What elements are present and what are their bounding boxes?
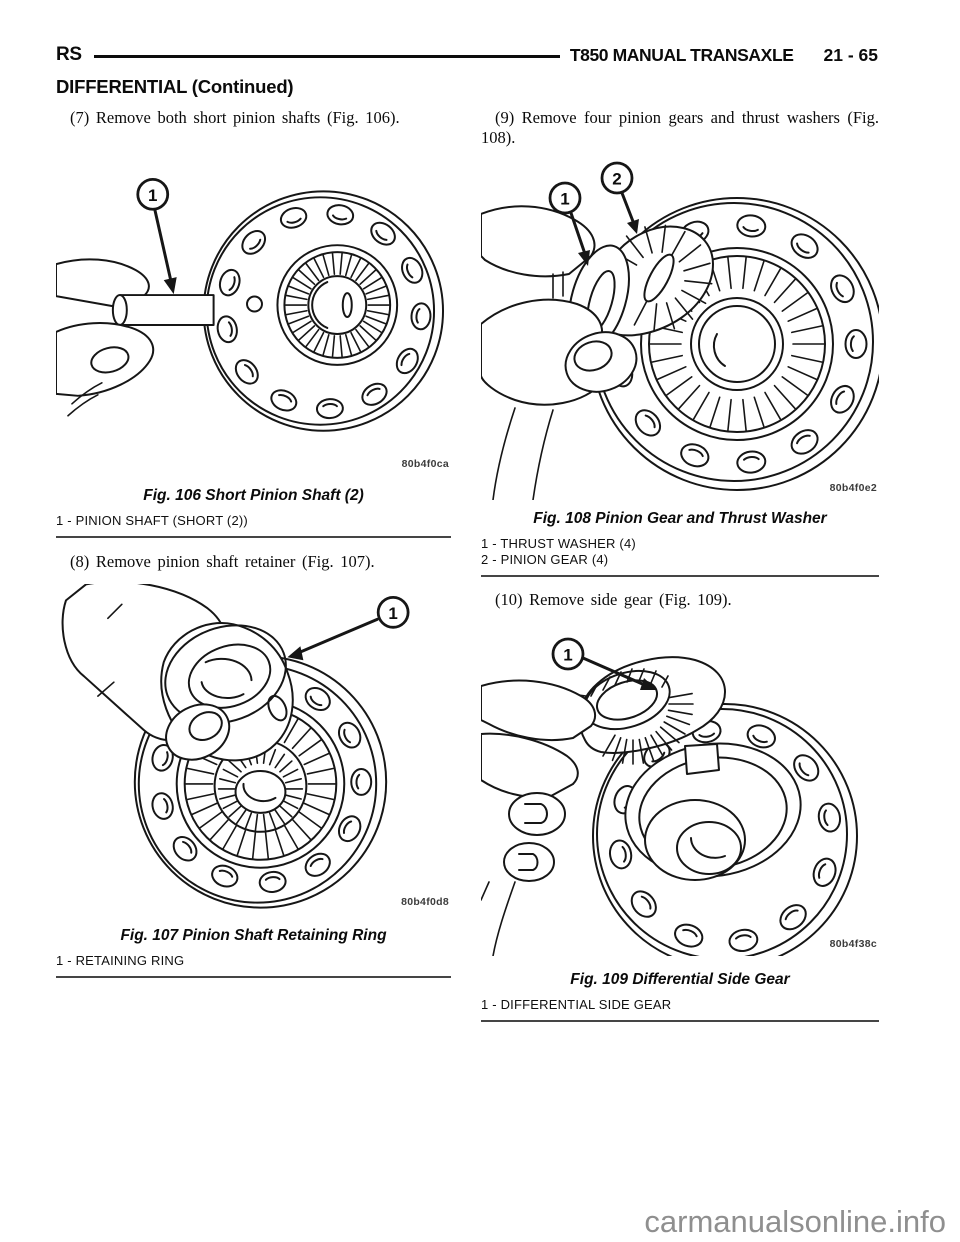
step-7-text: (7) Remove both short pinion shafts (Fig… bbox=[70, 108, 400, 127]
figure-108-drawing: 1 2 bbox=[481, 161, 879, 500]
section-title: DIFFERENTIAL (Continued) bbox=[56, 76, 294, 97]
thumb bbox=[564, 331, 638, 393]
bolt-holes bbox=[608, 719, 842, 953]
legend-item: 1 - DIFFERENTIAL SIDE GEAR bbox=[481, 997, 672, 1012]
header-model-code: RS bbox=[56, 44, 82, 65]
figure-109-code: 80b4f38c bbox=[829, 938, 877, 950]
pinion-shaft-bore bbox=[246, 295, 263, 313]
legend-item: 1 - THRUST WASHER (4) bbox=[481, 536, 636, 551]
thumb bbox=[56, 322, 155, 397]
figure-107-code: 80b4f0d8 bbox=[401, 896, 449, 908]
figure-108: 1 2 80b4f0e2 bbox=[481, 156, 879, 500]
callout-arrow bbox=[153, 207, 173, 282]
header-title: T850 MANUAL TRANSAXLE bbox=[569, 44, 794, 65]
callout-1-balloon bbox=[136, 177, 170, 211]
callout-1-balloon bbox=[548, 181, 582, 215]
bolt-holes bbox=[216, 204, 432, 420]
pinion-gear-teeth bbox=[612, 224, 713, 332]
figure-107-drawing: 1 bbox=[61, 584, 410, 909]
legend-item: 1 - RETAINING RING bbox=[56, 953, 185, 968]
figure-108-code: 80b4f0e2 bbox=[829, 482, 877, 494]
callout-1-number: 1 bbox=[388, 604, 397, 623]
step-8-text: (8) Remove pinion shaft retainer (Fig. 1… bbox=[70, 552, 375, 571]
center-bore bbox=[690, 297, 784, 391]
figure-106-code: 80b4f0ca bbox=[401, 458, 449, 470]
gear-teeth bbox=[284, 252, 390, 358]
legend-item: 2 - PINION GEAR (4) bbox=[481, 552, 609, 567]
figure-108-caption: Fig. 108 Pinion Gear and Thrust Washer bbox=[533, 510, 827, 527]
figure-107-caption: Fig. 107 Pinion Shaft Retaining Ring bbox=[120, 927, 387, 944]
callout-1-number: 1 bbox=[560, 190, 569, 209]
thumb bbox=[165, 703, 231, 761]
callout-1-arrow bbox=[569, 211, 587, 256]
callout-1-number: 1 bbox=[148, 186, 157, 205]
pinion-shaft bbox=[118, 294, 215, 326]
thumbnail bbox=[90, 346, 130, 374]
figure-106: 1 80b4f0ca bbox=[56, 164, 451, 476]
callout-1-number: 1 bbox=[563, 646, 572, 665]
step-9-text: (9) Remove four pinion gears and thrust … bbox=[481, 108, 879, 147]
figure-109: 1 80b4f38c bbox=[481, 624, 879, 956]
callout-2-number: 2 bbox=[612, 170, 621, 189]
hand bbox=[481, 732, 579, 798]
keyway bbox=[684, 743, 720, 775]
header-rule bbox=[93, 54, 560, 58]
figure-107: 1 80b4f0d8 bbox=[56, 584, 451, 914]
callout-2-balloon bbox=[600, 161, 634, 195]
figure-109-caption: Fig. 109 Differential Side Gear bbox=[570, 971, 790, 988]
fingertip bbox=[508, 792, 566, 836]
thumbnail bbox=[188, 711, 223, 742]
header-page-number: 21 - 65 bbox=[823, 44, 878, 65]
center-bore bbox=[234, 769, 287, 814]
fingertip bbox=[503, 842, 555, 882]
callout-2-arrow bbox=[620, 191, 636, 226]
figure-107-legend: 1 - RETAINING RING bbox=[56, 953, 451, 978]
hub bbox=[307, 275, 368, 335]
side-gear-teeth bbox=[602, 692, 694, 765]
legend-item: 1 - PINION SHAFT (SHORT (2)) bbox=[56, 513, 248, 528]
figure-106-drawing: 1 bbox=[56, 177, 445, 432]
figure-109-legend: 1 - DIFFERENTIAL SIDE GEAR bbox=[481, 997, 879, 1022]
callout-1-balloon bbox=[551, 637, 585, 671]
callout-1-balloon bbox=[376, 595, 410, 629]
thumbnail bbox=[573, 340, 613, 372]
figure-106-legend: 1 - PINION SHAFT (SHORT (2)) bbox=[56, 513, 451, 538]
figure-106-caption: Fig. 106 Short Pinion Shaft (2) bbox=[143, 487, 364, 504]
step-10-text: (10) Remove side gear (Fig. 109). bbox=[495, 590, 732, 609]
page-header: RS T850 MANUAL TRANSAXLE 21 - 65 bbox=[56, 44, 878, 66]
figure-108-legend: 1 - THRUST WASHER (4) 2 - PINION GEAR (4… bbox=[481, 536, 879, 577]
right-column: (9) Remove four pinion gears and thrust … bbox=[481, 108, 879, 1022]
callout-arrow bbox=[295, 617, 379, 655]
callout-arrow bbox=[581, 656, 649, 688]
watermark: carmanualsonline.info bbox=[644, 1204, 946, 1239]
finger bbox=[481, 205, 596, 278]
figure-109-drawing: 1 bbox=[481, 637, 858, 956]
finger bbox=[481, 679, 597, 741]
left-column: (7) Remove both short pinion shafts (Fig… bbox=[56, 108, 451, 978]
